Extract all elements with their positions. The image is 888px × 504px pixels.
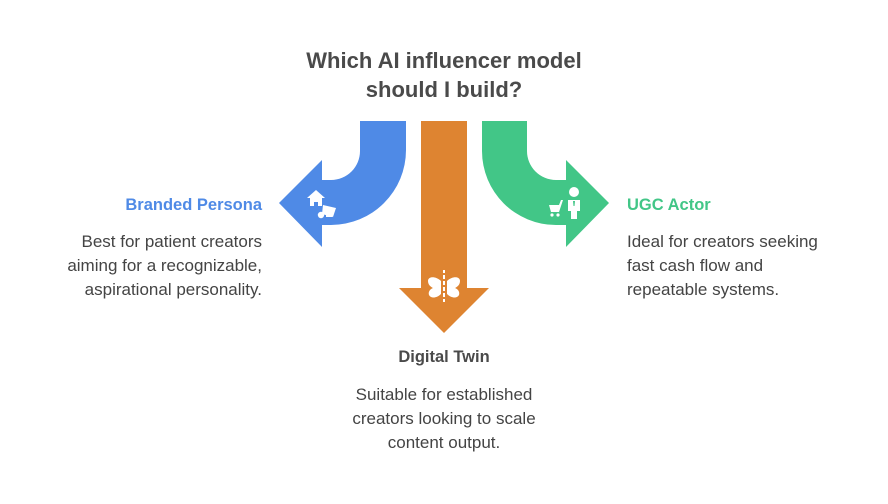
branded-persona-arrow: [279, 121, 406, 247]
description-line: Suitable for established: [355, 385, 533, 404]
title-line-1: Which AI influencer model: [306, 48, 582, 73]
description-line: Best for patient creators: [81, 232, 262, 251]
ugc-actor-arrow: [482, 121, 609, 247]
description-line: fast cash flow and: [627, 256, 764, 275]
diagram-title: Which AI influencer model should I build…: [244, 46, 644, 104]
digital-twin-arrow: [399, 121, 489, 333]
butterfly-icon: [428, 270, 460, 302]
description-line: Ideal for creators seeking: [627, 232, 818, 251]
branded-persona-heading: Branded Persona: [125, 196, 262, 214]
description-line: aspirational personality.: [84, 280, 262, 299]
description-line: repeatable systems.: [627, 280, 780, 299]
digital-twin-description: Suitable for established creators lookin…: [294, 383, 594, 455]
description-line: content output.: [387, 433, 501, 452]
description-line: creators looking to scale: [352, 409, 536, 428]
branded-persona-description: Best for patient creators aiming for a r…: [22, 230, 262, 302]
house-megaphone-icon: [307, 190, 336, 219]
title-line-2: should I build?: [365, 77, 523, 102]
digital-twin-heading: Digital Twin: [398, 348, 490, 366]
cart-person-icon: [549, 187, 580, 219]
description-line: aiming for a recognizable,: [67, 256, 262, 275]
ugc-actor-description: Ideal for creators seeking fast cash flo…: [627, 230, 867, 302]
ugc-actor-heading: UGC Actor: [627, 196, 711, 214]
